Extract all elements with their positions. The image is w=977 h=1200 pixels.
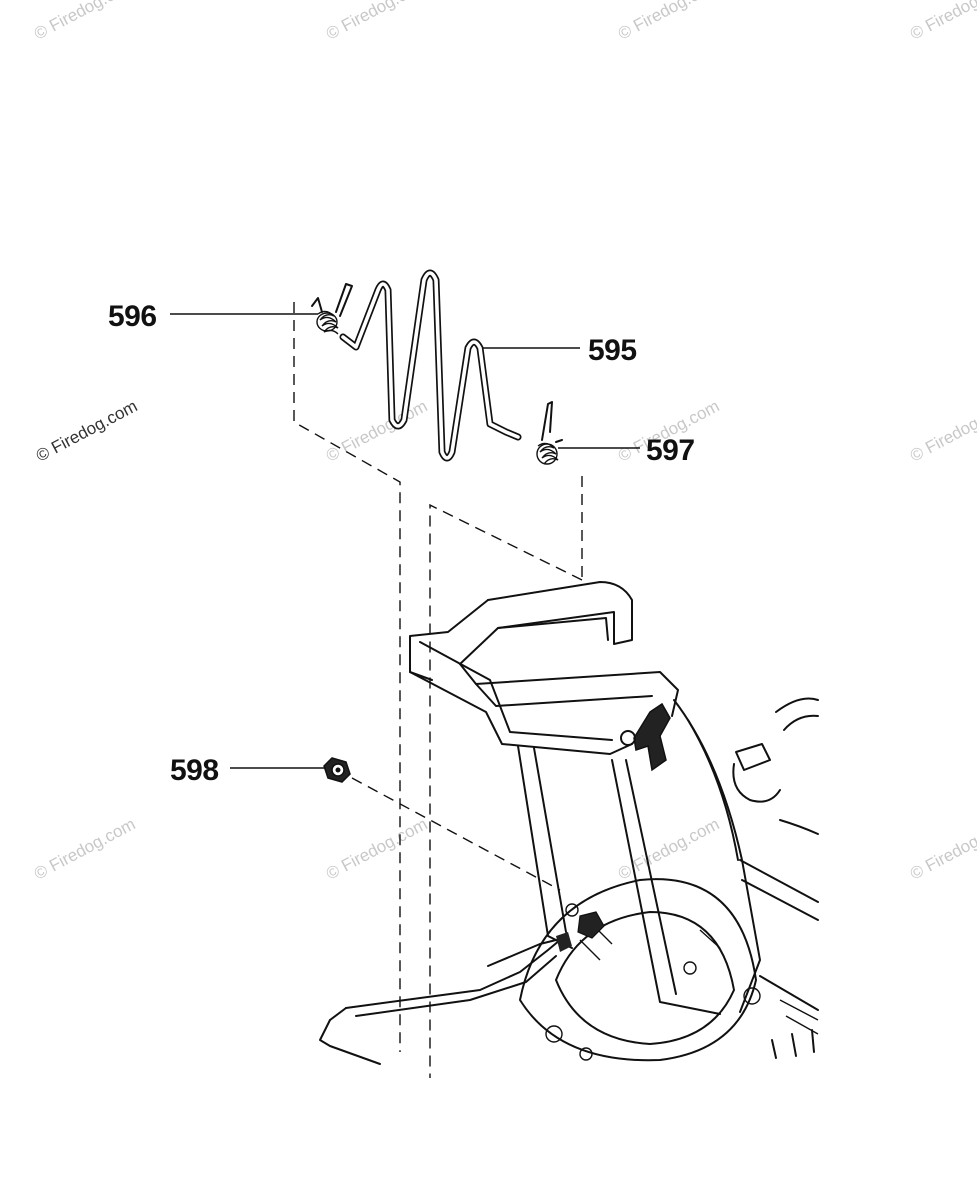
watermark: © Firedog.com (907, 396, 977, 465)
flange-nut (323, 757, 351, 783)
watermark: © Firedog.com (323, 814, 431, 883)
leader-lines (170, 313, 640, 769)
callout-595: 595 (588, 334, 637, 367)
watermark: © Firedog.com (323, 396, 431, 465)
wire-spring-clip (339, 269, 522, 462)
callout-596: 596 (108, 300, 157, 333)
torsion-spring-right (536, 401, 563, 465)
watermark-dark: © Firedog.com (33, 396, 141, 465)
watermark: © Firedog.com (907, 814, 977, 883)
assembly-guide-lines (293, 302, 583, 1078)
callout-598: 598 (170, 754, 219, 787)
guide-line-left (293, 302, 401, 1052)
discharge-chute-assembly (319, 581, 819, 1065)
watermark: © Firedog.com (615, 814, 723, 883)
watermark: © Firedog.com (31, 0, 139, 44)
watermark: © Firedog.com (615, 0, 723, 44)
guide-line-nut (351, 777, 561, 891)
guide-line-center (429, 476, 583, 1078)
callouts: 596 595 597 598 (108, 300, 695, 787)
callout-597: 597 (646, 434, 695, 467)
watermark: © Firedog.com (31, 814, 139, 883)
watermark: © Firedog.com (907, 0, 977, 44)
watermarks: © Firedog.com © Firedog.com © Firedog.co… (31, 0, 977, 884)
torsion-spring-left (311, 283, 353, 335)
watermark: © Firedog.com (323, 0, 431, 44)
